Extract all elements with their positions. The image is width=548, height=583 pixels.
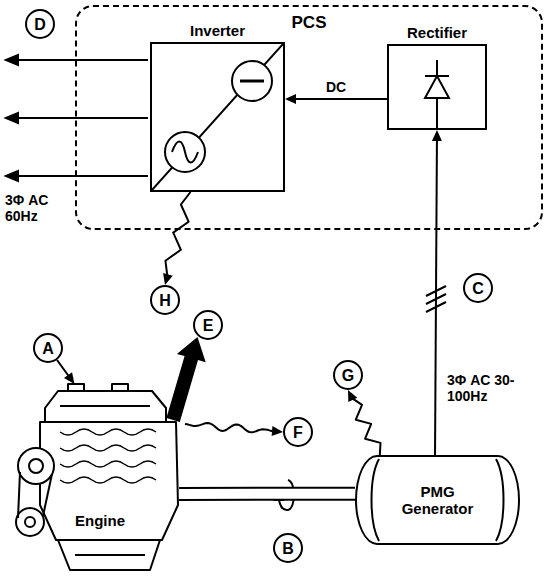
callout-letter: B [282,540,294,557]
callout-circle: G [333,360,363,390]
connector-line [435,139,437,455]
connector-line [57,360,69,377]
end-cap [496,459,504,541]
node-label: PMG Generator [393,483,483,517]
callout-letter: D [34,16,46,33]
callout-circle: D [25,9,55,39]
callout-letter: E [203,317,214,334]
inverter-box: Inverter [150,42,285,192]
connector [166,337,205,422]
generator-cylinder: PMG Generator [355,455,520,545]
connector [348,390,381,455]
heat-arrow [166,337,205,422]
noise-wave [185,423,274,432]
dc-bar [240,80,264,83]
callout-letter: H [159,292,171,309]
signal-label: 3Φ AC 30-100Hz [447,372,543,404]
sine-wave [172,142,198,163]
callout-circle: B [273,533,303,563]
node-label: Engine [55,512,145,529]
node-label: Inverter [132,22,303,39]
callout-circle: H [150,285,180,315]
end-cap [372,459,380,541]
diode-bar [425,75,449,77]
emission-zigzag [352,398,381,455]
shaft-edge [179,487,355,489]
callout-circle: E [193,310,223,340]
signal-label: 3Φ AC 60Hz [5,192,77,224]
group-title: PCS [77,13,541,32]
shaft-body [179,488,355,500]
engine-node: Engine [15,380,185,580]
connector [185,423,283,436]
callout-letter: F [293,424,303,441]
shaft-edge [179,499,355,501]
emission-zigzag [165,192,190,276]
divider-line [152,44,283,190]
connector [179,488,355,500]
rectifier-box: Rectifier [387,44,487,130]
callout-letter: A [42,340,54,357]
diode-triangle [425,76,449,98]
node-label: Rectifier [369,24,505,41]
rectifier-symbol [389,46,485,128]
callout-circle: A [33,333,63,363]
connector-line [294,98,387,100]
engine-drawing [16,384,178,570]
output-arrows [6,55,148,181]
connector [57,360,75,384]
edge-label: DC [324,79,348,95]
arrowhead [64,372,75,384]
connector [285,94,387,104]
inverter-symbol [152,44,283,190]
ac-symbol [165,132,205,172]
dc-symbol [232,61,272,101]
callout-letter: C [472,280,484,297]
callout-letter: G [342,367,354,384]
connector [432,130,442,455]
callout-circle: C [463,273,493,303]
callout-circle: F [283,417,313,447]
connector [163,192,190,285]
pcs-enclosure: PCSInverterRectifier [75,5,543,230]
